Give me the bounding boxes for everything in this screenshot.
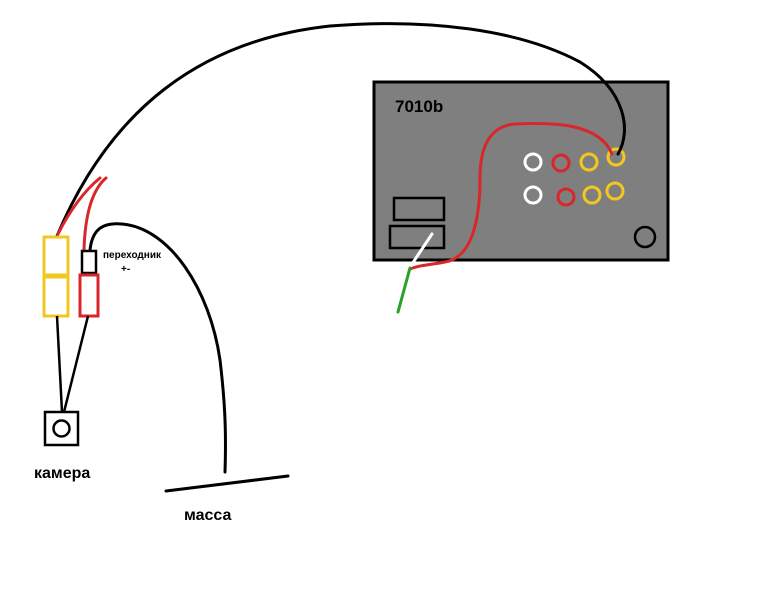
power-wire-red-camera [56, 176, 108, 252]
rca-jack-yellow-top-1 [579, 152, 599, 172]
rca-plug-yellow-upper [42, 235, 70, 277]
ground-line [164, 474, 290, 493]
rca-jack-yellow-top-2 [606, 147, 626, 167]
camera-label: камера [34, 465, 90, 482]
adapter-plug-red [78, 273, 100, 318]
ground-label: масса [184, 507, 232, 524]
panel-connector-bottom [388, 224, 446, 250]
wire-green [396, 266, 412, 314]
panel-connector-top [392, 196, 446, 222]
adapter-plug-black [80, 249, 98, 275]
rca-jack-red-bottom [556, 187, 576, 207]
wire-white-connector [406, 232, 434, 272]
camera-body [43, 410, 80, 447]
panel-knob [633, 225, 657, 249]
power-wire-red-panel [406, 122, 614, 272]
camera-lens-icon [52, 419, 71, 438]
video-cable-black [55, 22, 626, 238]
polarity-label: +- [121, 264, 130, 275]
camera-wire-right [62, 315, 90, 413]
ground-wire-black [88, 222, 227, 474]
head-unit-panel [372, 80, 670, 262]
rca-jack-red-top [551, 153, 571, 173]
rca-jack-yellow-bottom-1 [582, 185, 602, 205]
rca-plug-yellow-lower [42, 275, 70, 318]
rca-jack-yellow-bottom-2 [605, 181, 625, 201]
adapter-label: переходник [103, 250, 162, 261]
camera-wire-left [55, 315, 64, 413]
rca-jack-white-top [523, 152, 543, 172]
head-unit-model-label: 7010b [395, 97, 443, 116]
rca-jack-white-bottom [523, 185, 543, 205]
